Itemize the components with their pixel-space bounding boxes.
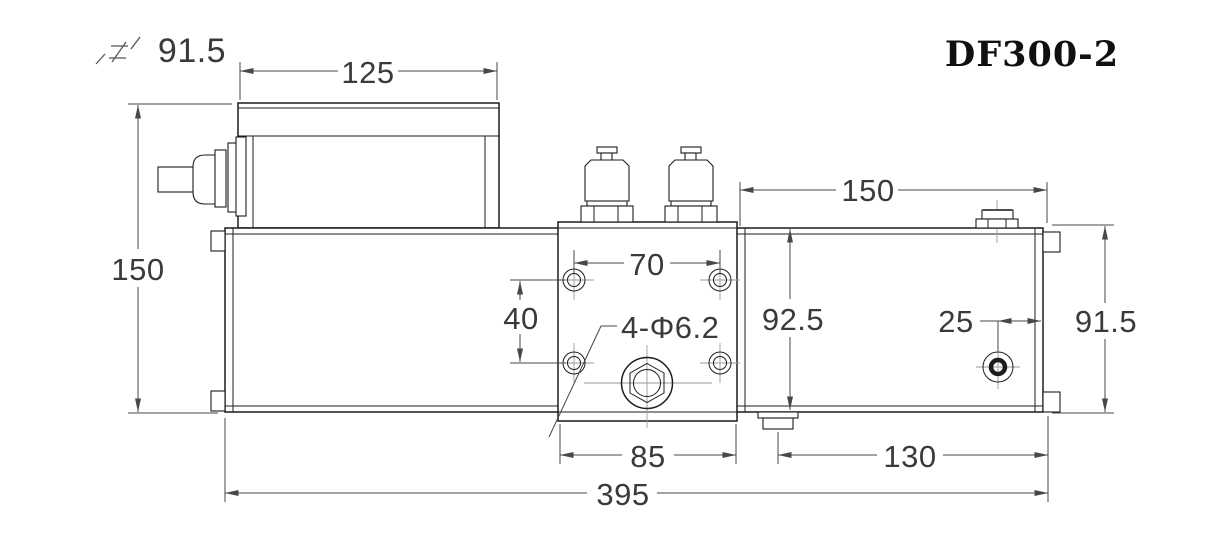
text-mask bbox=[1073, 303, 1137, 339]
text-mask bbox=[752, 299, 834, 337]
dim-92-5: 92.5 bbox=[752, 229, 834, 410]
dim-150-left-label: 150 bbox=[111, 252, 164, 287]
surface-mark-stroke bbox=[130, 36, 141, 50]
dim-25: 25 bbox=[938, 304, 1041, 351]
dim-91-5-label: 91.5 bbox=[1075, 304, 1137, 339]
bottom-tab-lip bbox=[757, 411, 799, 419]
dim-85-label: 85 bbox=[630, 439, 665, 474]
hole-callout-label: 4-Φ6.2 bbox=[621, 310, 719, 345]
top-block-outline bbox=[237, 102, 500, 229]
connector-dome bbox=[192, 154, 217, 205]
mount-tab-bottom-right bbox=[1042, 391, 1061, 413]
center-hex-plug-hole bbox=[584, 345, 712, 428]
bottom-tab-body bbox=[762, 417, 794, 430]
port-outer bbox=[982, 351, 1014, 383]
fitting-body bbox=[668, 159, 714, 202]
right-top-plug bbox=[975, 200, 1019, 243]
connector-nut-1 bbox=[214, 149, 227, 208]
fitting-cap-bar bbox=[680, 146, 702, 154]
surface-mark-stroke bbox=[95, 53, 106, 65]
text-mask bbox=[108, 249, 166, 287]
hole-inner bbox=[713, 356, 727, 370]
fitting-hex-nut bbox=[664, 205, 718, 223]
connector-mount-plate bbox=[235, 136, 247, 217]
hole-outer bbox=[708, 351, 732, 375]
hole-callout-4xd6-2: 4-Φ6.2 bbox=[548, 310, 719, 438]
dim-40: 40 bbox=[499, 279, 566, 364]
plug-hole-outer bbox=[620, 356, 674, 410]
fitting-hex-nut bbox=[580, 205, 634, 223]
dim-395: 395 bbox=[224, 418, 1049, 512]
drawing-title: DF300-2 bbox=[945, 34, 1119, 75]
top-fitting-right bbox=[664, 146, 718, 223]
top-cover-block bbox=[237, 102, 500, 229]
cable-gland-connector bbox=[157, 136, 247, 217]
mount-tab-bottom-left bbox=[210, 390, 226, 412]
surface-mark-stroke bbox=[111, 41, 127, 63]
dim-150-left: 150 bbox=[108, 103, 232, 414]
dim-85: 85 bbox=[559, 424, 737, 474]
hole-inner bbox=[713, 273, 727, 287]
dim-92-5-label: 92.5 bbox=[762, 302, 824, 337]
dim-125: 125 bbox=[239, 55, 498, 100]
hole-inner bbox=[567, 273, 581, 287]
dim-25-label: 25 bbox=[938, 304, 973, 339]
text-mask bbox=[587, 477, 657, 509]
dim-395-label: 395 bbox=[596, 477, 649, 512]
dim-70: 70 bbox=[573, 247, 721, 282]
dim-150-right: 150 bbox=[739, 173, 1048, 226]
plug-hole-inner bbox=[633, 369, 661, 397]
hex-socket bbox=[629, 362, 665, 404]
surface-note-value: 91.5 bbox=[158, 32, 226, 70]
text-mask bbox=[338, 55, 398, 87]
dim-40-label: 40 bbox=[503, 301, 538, 336]
text-mask bbox=[836, 173, 898, 206]
surface-finish-note: 91.5 bbox=[95, 32, 226, 70]
top-fitting-left bbox=[580, 146, 634, 223]
bottom-port-tab bbox=[757, 411, 799, 430]
mount-tab-top-right bbox=[1042, 231, 1061, 253]
bolt-hole-bottom-right bbox=[700, 343, 740, 383]
mount-tab-top-left bbox=[210, 230, 226, 252]
fitting-collar bbox=[670, 200, 712, 207]
dim-125-label: 125 bbox=[341, 55, 394, 90]
fitting-collar bbox=[586, 200, 628, 207]
dim-91-5-right: 91.5 bbox=[1052, 224, 1137, 414]
connector-cable-stub bbox=[157, 166, 195, 193]
hole-inner bbox=[567, 356, 581, 370]
right-port-hole bbox=[976, 345, 1020, 389]
text-mask bbox=[499, 300, 543, 334]
port-inner-ring bbox=[988, 357, 1008, 377]
text-mask bbox=[624, 247, 670, 278]
fitting-cap-bar bbox=[596, 146, 618, 154]
fitting-body bbox=[584, 159, 630, 202]
dim-130-label: 130 bbox=[883, 439, 936, 474]
dim-150-right-label: 150 bbox=[841, 173, 894, 208]
dim-130: 130 bbox=[777, 416, 1049, 474]
dim-70-label: 70 bbox=[629, 247, 664, 282]
plug-base bbox=[975, 218, 1019, 229]
text-mask bbox=[622, 439, 674, 471]
plug-cap bbox=[981, 209, 1014, 220]
leader-line bbox=[548, 325, 602, 438]
text-mask bbox=[877, 439, 943, 471]
